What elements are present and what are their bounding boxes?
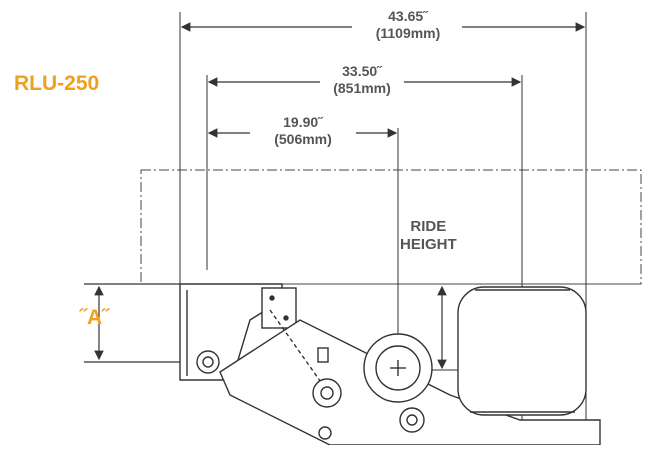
dimension-middle-metric: (851mm) (333, 80, 391, 96)
dimension-middle: 33.50˝ (851mm) (320, 63, 404, 97)
hanger-bracket (179, 283, 297, 381)
dimension-inner: 19.90˝ (506mm) (252, 114, 354, 148)
dimension-overall-value: 43.65˝ (388, 8, 428, 24)
ride-height-line2: HEIGHT (400, 236, 457, 253)
dimension-lines (180, 22, 586, 138)
frame-outline (84, 169, 642, 285)
ride-height-line1: RIDE (410, 218, 447, 235)
dimension-inner-value: 19.90˝ (283, 114, 323, 130)
axle (363, 333, 433, 403)
model-label: RLU-250 (14, 72, 100, 95)
a-dimension-label: ˝A˝ (80, 306, 110, 329)
dimension-middle-value: 33.50˝ (342, 63, 382, 79)
dimension-overall-metric: (1109mm) (375, 25, 441, 41)
ride-height-label: RIDE HEIGHT (400, 218, 457, 254)
dimension-inner-metric: (506mm) (274, 131, 332, 147)
air-spring (457, 286, 587, 416)
dimension-overall: 43.65˝ (1109mm) (358, 8, 458, 42)
